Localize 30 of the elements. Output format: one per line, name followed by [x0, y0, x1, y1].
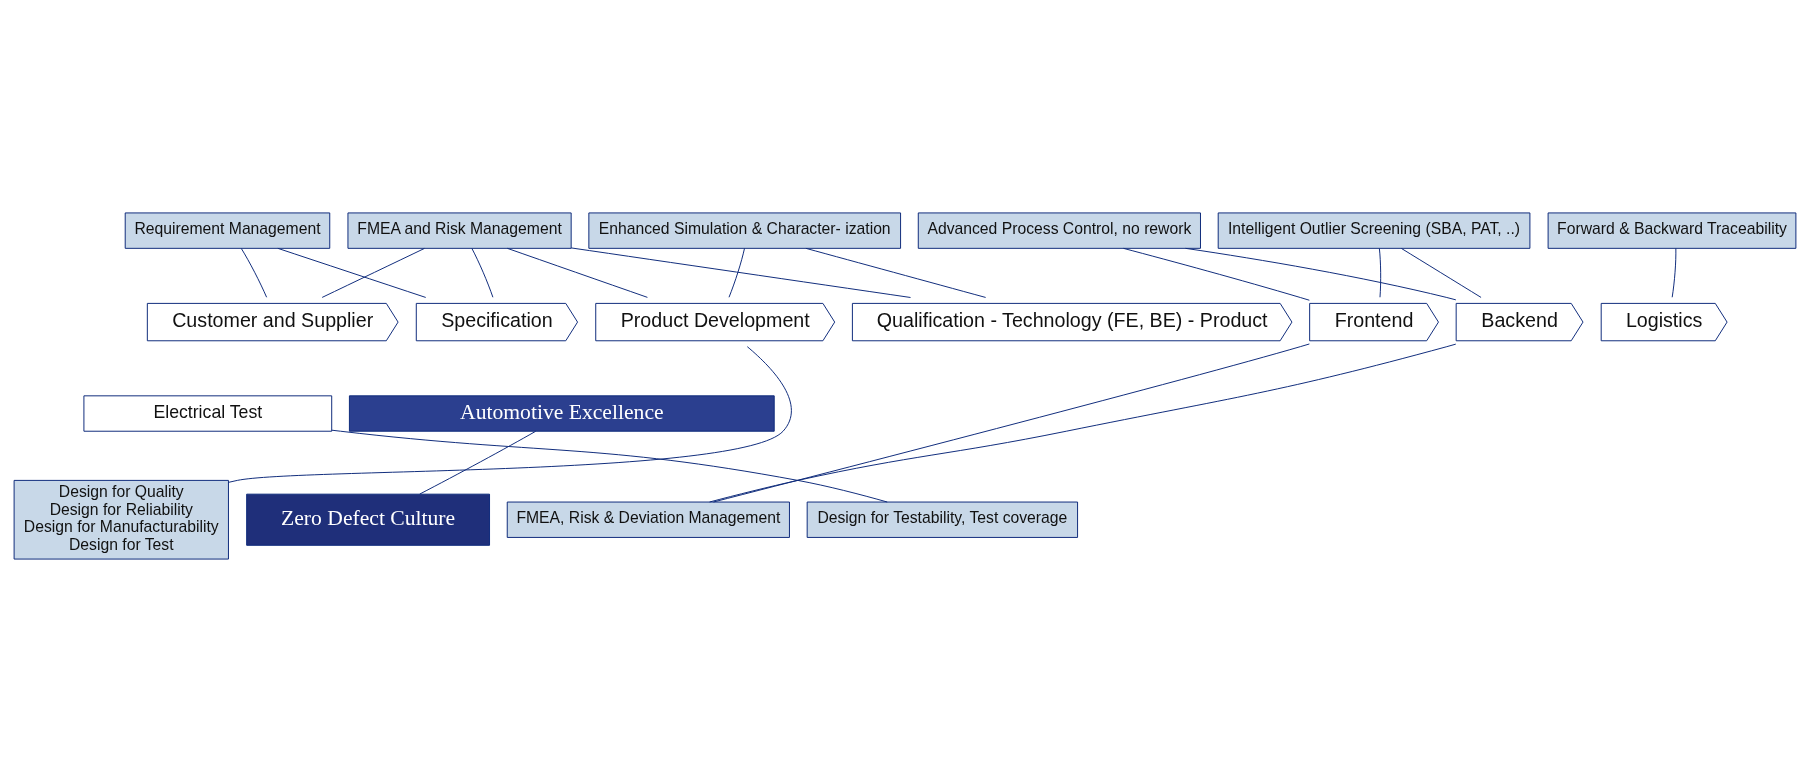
- node-box: Intelligent Outlier Screening (SBA, PAT, ..): [1217, 212, 1531, 249]
- connector: [709, 343, 1457, 503]
- connector: [331, 429, 888, 503]
- node-box: Requirement Management: [124, 212, 331, 249]
- connector: [805, 247, 987, 298]
- connector: [419, 430, 537, 495]
- connector: [240, 247, 268, 298]
- connector: [321, 247, 425, 298]
- node-box: Electrical Test: [83, 395, 333, 432]
- node-box: Automotive Excellence: [348, 395, 775, 432]
- connector: [471, 247, 494, 298]
- node-box: FMEA and Risk Management: [347, 212, 572, 249]
- connector: [728, 247, 745, 298]
- connector: [228, 346, 792, 483]
- node-box: Design for Testability, Test coverage: [806, 501, 1079, 538]
- node-box: Enhanced Simulation & Character- ization: [588, 212, 902, 249]
- connector: [1185, 247, 1457, 301]
- connector: [1400, 247, 1482, 298]
- connector: [1671, 247, 1677, 298]
- node-box: Design for Quality Design for Reliability Design for Manufacturability Design for Test: [13, 479, 229, 560]
- node-box: Zero Defect Culture: [246, 493, 491, 546]
- connector: [570, 247, 911, 298]
- connector: [277, 247, 427, 298]
- node-box: Advanced Process Control, no rework: [917, 212, 1201, 249]
- connector: [713, 343, 1310, 503]
- node-box: FMEA, Risk & Deviation Management: [506, 501, 790, 538]
- connector: [1123, 247, 1310, 301]
- connector: [1378, 247, 1382, 298]
- connector: [506, 247, 648, 298]
- node-box: Forward & Backward Traceability: [1547, 212, 1797, 249]
